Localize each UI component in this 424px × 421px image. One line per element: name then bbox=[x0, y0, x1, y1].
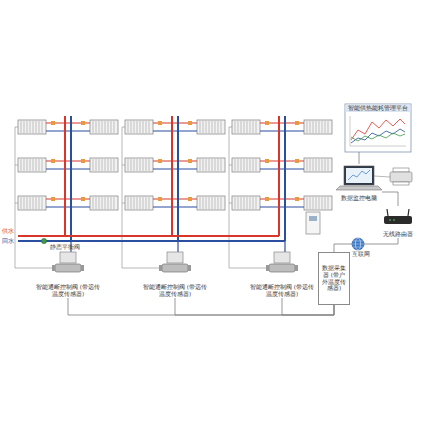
layout-rect bbox=[269, 264, 295, 272]
radiator-pair bbox=[125, 196, 225, 210]
signal-wire bbox=[359, 152, 360, 164]
layout-rect bbox=[52, 265, 55, 271]
router-body bbox=[384, 216, 412, 224]
layout-rect bbox=[295, 265, 298, 271]
node-text: 数据采集器 (带户外温度传感器) bbox=[321, 265, 347, 293]
layout-path bbox=[284, 241, 285, 252]
sensor-wire bbox=[122, 127, 163, 268]
node-text: 数据监控电脑 bbox=[341, 195, 377, 202]
router-antenna bbox=[387, 209, 409, 216]
window-titlebar bbox=[345, 104, 410, 112]
chart-line bbox=[351, 119, 405, 140]
internet-globe bbox=[352, 238, 364, 250]
radiator-pair bbox=[232, 120, 332, 134]
return-main bbox=[18, 240, 285, 242]
radiator-pair bbox=[125, 120, 225, 134]
part-label: 静态平衡阀 bbox=[50, 244, 80, 251]
printer-body bbox=[390, 172, 412, 182]
collector-box: 数据采集器 (带户外温度传感器) bbox=[318, 252, 350, 305]
printer-paper bbox=[393, 168, 409, 172]
node-text: 智能通断控制阀 (带远传温度传感器) bbox=[250, 284, 314, 298]
signal-wire bbox=[282, 298, 334, 315]
software-window-box: 智能供热能耗管理平台 bbox=[345, 104, 411, 152]
node-text: 智能通断控制阀 (带远传温度传感器) bbox=[143, 284, 207, 298]
layout-rect bbox=[81, 265, 84, 271]
globe-parallel bbox=[352, 241, 364, 247]
router-box: 无线路由器 bbox=[376, 206, 420, 238]
valve-box: 智能通断控制阀 (带远传温度传感器) bbox=[143, 250, 207, 298]
valve-box: 智能通断控制阀 (带远传温度传感器) bbox=[250, 250, 314, 298]
radiator-pair bbox=[125, 158, 225, 172]
node-text: 智能通断控制阀 (带远传温度传感器) bbox=[36, 284, 100, 298]
control-valve bbox=[159, 241, 191, 272]
radiator-pair bbox=[232, 158, 332, 172]
laptop-screen bbox=[344, 166, 374, 185]
printer-cable bbox=[374, 176, 390, 177]
layout-path bbox=[177, 241, 178, 252]
printer-tray bbox=[393, 182, 409, 185]
balancing-valve bbox=[41, 238, 46, 243]
signal-wire bbox=[382, 192, 398, 206]
pipe-label: 供水 bbox=[2, 228, 14, 235]
laptop-base bbox=[336, 186, 382, 190]
software-window bbox=[345, 104, 411, 152]
supply-main bbox=[18, 235, 279, 237]
part-label: 互联网 bbox=[352, 251, 370, 258]
router-light bbox=[389, 219, 391, 221]
laptop-chart bbox=[348, 170, 370, 180]
radiator-pair bbox=[232, 196, 332, 210]
layout-rect bbox=[274, 252, 290, 263]
return-riser bbox=[71, 116, 285, 241]
radiator-pair bbox=[18, 196, 118, 210]
signal-wire bbox=[175, 298, 334, 315]
signal-wire bbox=[334, 238, 398, 252]
layout-rect bbox=[167, 252, 183, 263]
laptop-display bbox=[346, 168, 372, 183]
layout-rect bbox=[162, 264, 188, 272]
node-text: 无线路由器 bbox=[383, 231, 413, 238]
supply-riser bbox=[65, 116, 279, 236]
signal-wire bbox=[68, 298, 334, 315]
valve-box: 智能通断控制阀 (带远传温度传感器) bbox=[36, 250, 100, 298]
laptop-box: 数据监控电脑 bbox=[336, 164, 382, 202]
chart-axis bbox=[350, 116, 406, 146]
layout-rect bbox=[266, 265, 269, 271]
sensor-wire bbox=[15, 127, 56, 268]
router-light bbox=[393, 219, 395, 221]
chart-line bbox=[351, 129, 405, 143]
node-text: 智能供热能耗管理平台 bbox=[348, 105, 408, 112]
meter-box bbox=[306, 212, 320, 234]
layout-rect bbox=[159, 265, 162, 271]
sensor-wire bbox=[229, 127, 270, 268]
control-valve bbox=[266, 241, 298, 272]
chart-line bbox=[351, 133, 405, 141]
layout-rect bbox=[60, 252, 76, 263]
meter-display bbox=[309, 216, 317, 221]
pipe-label: 回水 bbox=[2, 238, 14, 245]
radiator-pair bbox=[18, 158, 118, 172]
layout-rect bbox=[188, 265, 191, 271]
radiator-pair bbox=[18, 120, 118, 134]
layout-rect bbox=[55, 264, 81, 272]
